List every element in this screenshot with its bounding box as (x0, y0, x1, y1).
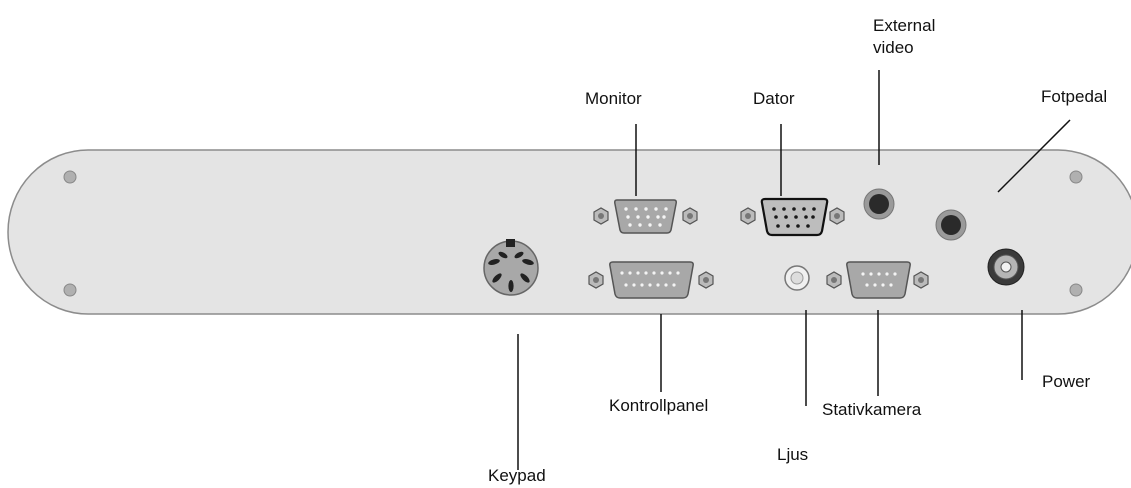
kontrollpanel-serial-connector (588, 261, 714, 299)
fotpedal-jack (935, 209, 967, 241)
screw-bottom-left (63, 283, 77, 297)
external-video-jack (863, 188, 895, 220)
power-coax-connector (987, 248, 1025, 286)
label-power: Power (1042, 372, 1091, 391)
ljus-jack (784, 265, 810, 291)
screw-bottom-right (1069, 283, 1083, 297)
label-dator: Dator (753, 89, 795, 108)
screw-top-right (1069, 170, 1083, 184)
keypad-din-connector (483, 239, 539, 296)
label-kontrollpanel: Kontrollpanel (609, 396, 709, 415)
leader-fotpedal (997, 119, 1071, 193)
label-external-video-line2: video (873, 38, 914, 57)
label-external-video-line1: External (873, 16, 936, 35)
label-ljus: Ljus (777, 445, 809, 464)
label-stativkamera: Stativkamera (822, 400, 922, 419)
label-monitor: Monitor (585, 89, 642, 108)
label-fotpedal: Fotpedal (1041, 87, 1108, 106)
monitor-vga-connector (593, 199, 698, 234)
label-keypad: Keypad (488, 466, 546, 485)
screw-top-left (63, 170, 77, 184)
stativkamera-serial-connector (826, 261, 929, 299)
dator-vga-connector (740, 197, 845, 237)
